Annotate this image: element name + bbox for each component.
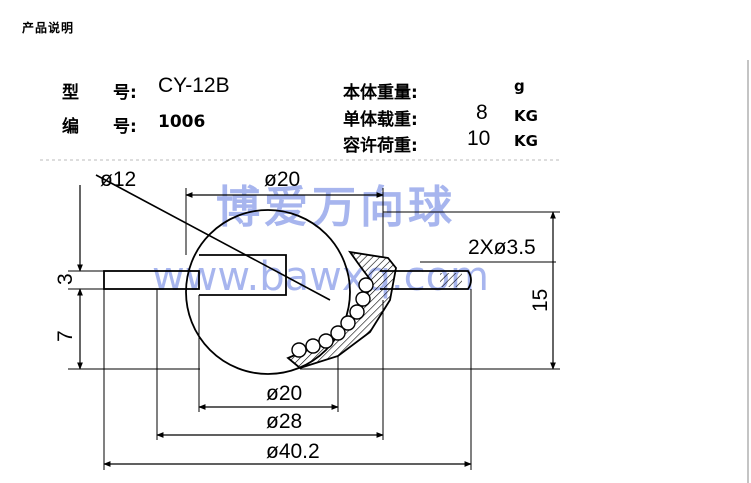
dim-outer-label: ø40.2 — [266, 440, 320, 463]
ball-circle — [185, 209, 351, 375]
housing-top — [199, 254, 287, 296]
flange-right — [380, 270, 472, 290]
support-balls — [291, 277, 374, 358]
allow-unit-text: KG — [514, 132, 538, 150]
watermark-cn: 博爱万向球 — [216, 182, 456, 233]
leader-ball — [95, 174, 331, 301]
page-header: 产品说明 — [22, 21, 75, 35]
allow-value: 10 — [467, 127, 490, 151]
model-value-text: CY-12B — [158, 74, 230, 97]
dim-holes-label: 2Xø3.5 — [468, 236, 536, 259]
dim-flange-label: 3 — [54, 273, 77, 285]
allow-label: 容许荷重: — [343, 136, 418, 156]
dim-height-label: 15 — [529, 289, 552, 312]
load-label: 单体载重: — [343, 110, 418, 130]
dim-ball-top-label: ø12 — [100, 168, 136, 191]
load-value-text: 8 — [476, 101, 488, 124]
allow-unit: KG — [514, 131, 538, 151]
flange-hatch — [440, 273, 462, 287]
code-value: 1006 — [158, 112, 206, 132]
watermark-url: www.bawxq.com — [152, 254, 489, 300]
load-unit: KG — [514, 106, 538, 126]
allow-value-text: 10 — [467, 127, 491, 150]
dim-top-label: ø20 — [264, 168, 300, 191]
weight-label: 本体重量: — [343, 83, 418, 103]
weight-unit-text: g — [514, 77, 525, 95]
load-unit-text: KG — [514, 107, 538, 125]
code-label: 编 号: — [62, 117, 137, 137]
model-label: 型 号: — [62, 83, 137, 103]
flange-left — [103, 270, 200, 290]
dim-mid-label: ø28 — [266, 410, 302, 433]
weight-unit: g — [514, 76, 525, 96]
dim-lower-label: 7 — [54, 330, 77, 342]
dim-inner-label: ø20 — [266, 382, 302, 405]
load-value: 8 — [476, 101, 488, 125]
model-value: CY-12B — [158, 74, 230, 98]
